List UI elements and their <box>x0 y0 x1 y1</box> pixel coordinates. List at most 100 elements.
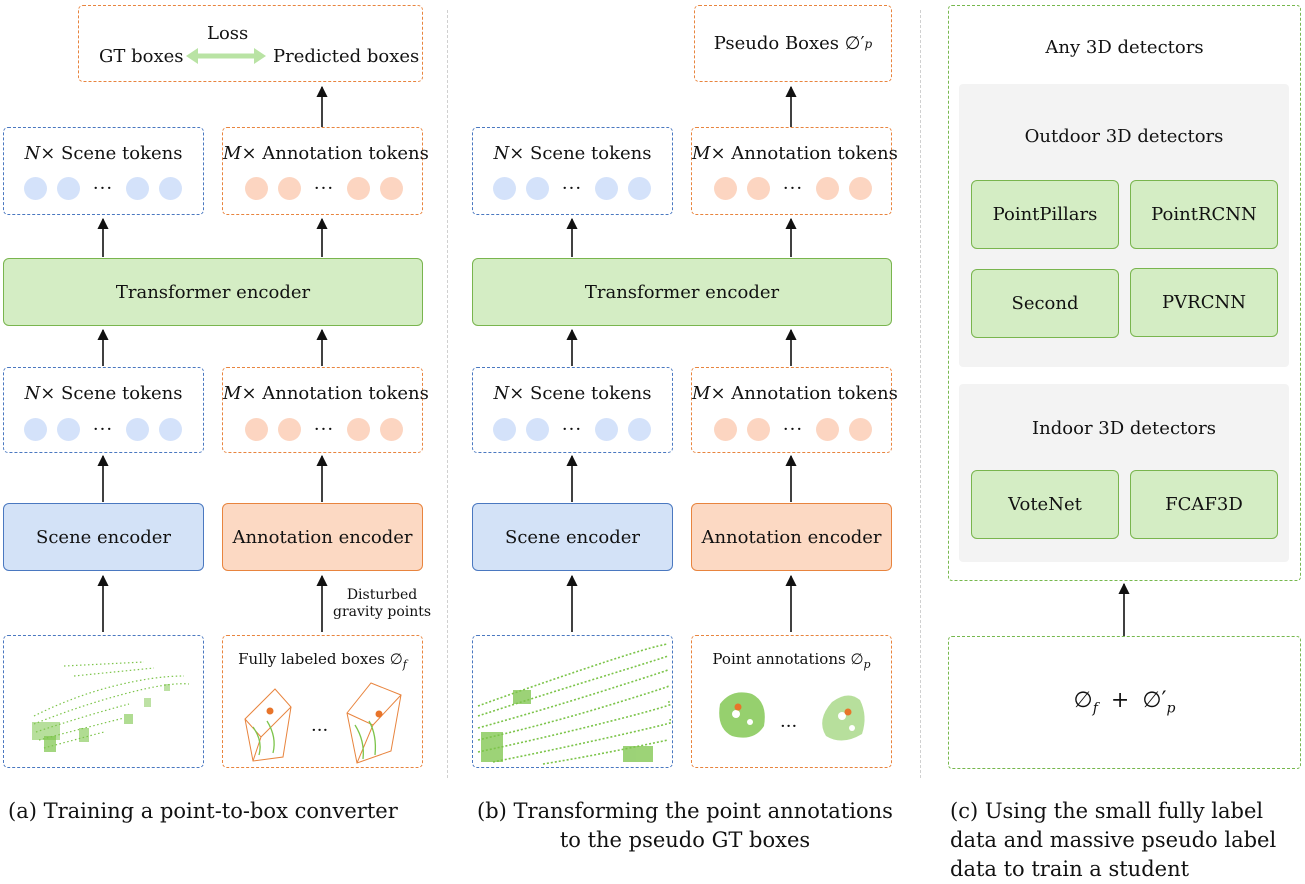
scene-token <box>126 418 149 441</box>
scene-tokens-upper: N× Scene tokens ··· <box>472 127 673 215</box>
detector-second: Second <box>971 269 1119 338</box>
pseudo-boxes-box: Pseudo Boxes ∅′p <box>694 5 892 82</box>
training-data-box: ∅f + ∅′p <box>948 636 1301 769</box>
scene-token <box>24 418 47 441</box>
scene-tokens-label: N× Scene tokens <box>493 383 652 404</box>
annotation-tokens-label: M× Annotation tokens <box>223 383 429 404</box>
annotation-token <box>245 418 268 441</box>
scene-encoder: Scene encoder <box>3 503 204 571</box>
annotation-tokens-label: M× Annotation tokens <box>692 383 898 404</box>
any-3d-detectors: Any 3D detectors Outdoor 3D detectors Po… <box>948 5 1301 581</box>
ellipsis: ··· <box>92 178 114 199</box>
ellipsis: ··· <box>782 419 804 440</box>
ellipsis: ··· <box>313 419 335 440</box>
scene-token <box>526 177 549 200</box>
annotation-token-row: ··· <box>245 418 403 441</box>
separator-bc <box>920 10 921 778</box>
scene-token <box>57 418 80 441</box>
loss-box: Loss GT boxes Predicted boxes <box>78 5 423 82</box>
indoor-detectors-title: Indoor 3D detectors <box>1032 418 1216 439</box>
ellipsis: ··· <box>311 720 329 741</box>
scene-token <box>24 177 47 200</box>
scene-tokens-lower: N× Scene tokens ··· <box>472 367 673 453</box>
scene-token <box>159 418 182 441</box>
annotation-tokens-upper: M× Annotation tokens ··· <box>691 127 898 215</box>
detector-votenet: VoteNet <box>971 470 1119 539</box>
scene-token <box>493 177 516 200</box>
annotation-token-row: ··· <box>245 177 403 200</box>
caption-b: (b) Transforming the point annotations t… <box>477 799 893 852</box>
scene-token <box>628 177 651 200</box>
ellipsis: ··· <box>561 419 583 440</box>
point-annotation-images <box>719 692 865 741</box>
loss-label: Loss <box>207 23 249 44</box>
caption-c: (c) Using the small fully label data and… <box>950 799 1277 881</box>
annotation-token <box>849 418 872 441</box>
ellipsis: ··· <box>780 716 798 737</box>
scene-tokens-lower: N× Scene tokens ··· <box>3 367 204 453</box>
annotation-token <box>380 177 403 200</box>
scene-token-row: ··· <box>493 177 651 200</box>
ellipsis: ··· <box>782 178 804 199</box>
annotation-token <box>278 177 301 200</box>
scene-point-cloud-b <box>472 635 673 768</box>
separator-ab <box>447 10 448 778</box>
scene-token <box>526 418 549 441</box>
ellipsis: ··· <box>561 178 583 199</box>
detector-fcaf3d: FCAF3D <box>1130 470 1278 539</box>
annotation-token <box>816 177 839 200</box>
gt-boxes-label: GT boxes <box>99 46 184 67</box>
annotation-tokens-lower: M× Annotation tokens ··· <box>691 367 898 453</box>
scene-token <box>493 418 516 441</box>
scene-token <box>595 418 618 441</box>
annotation-token <box>714 418 737 441</box>
annotation-encoder: Annotation encoder <box>222 503 423 571</box>
scene-token <box>159 177 182 200</box>
detector-pointpillars: PointPillars <box>971 180 1119 249</box>
scene-tokens-upper: N× Scene tokens ··· <box>3 127 204 215</box>
scene-encoder: Scene encoder <box>472 503 673 571</box>
scene-point-cloud-a <box>3 635 204 768</box>
ellipsis: ··· <box>313 178 335 199</box>
fully-labeled-label: Fully labeled boxes ∅f <box>238 650 407 671</box>
panel-b-arrows <box>566 85 797 632</box>
pseudo-boxes-label: Pseudo Boxes ∅′ <box>713 33 865 54</box>
annotation-token-row: ··· <box>714 418 872 441</box>
scene-tokens-label: N× Scene tokens <box>493 143 652 164</box>
point-annotations: Point annotations ∅p ··· <box>691 635 892 768</box>
point-cloud-image <box>32 661 190 752</box>
annotation-token <box>380 418 403 441</box>
annotation-token <box>278 418 301 441</box>
loss-double-arrow <box>186 48 266 64</box>
formula: ∅f + ∅′p <box>1073 688 1176 717</box>
outdoor-detectors-panel: Outdoor 3D detectors PointPillars PointR… <box>959 84 1289 367</box>
predicted-boxes-label: Predicted boxes <box>273 46 420 67</box>
scene-token-row: ··· <box>24 418 182 441</box>
scene-tokens-label: N× Scene tokens <box>24 143 183 164</box>
fully-labeled-boxes: Fully labeled boxes ∅f ··· <box>222 635 423 768</box>
scene-token-row: ··· <box>493 418 651 441</box>
annotation-tokens-lower: M× Annotation tokens ··· <box>222 367 429 453</box>
annotation-token <box>714 177 737 200</box>
any-detectors-title: Any 3D detectors <box>1045 37 1204 58</box>
scene-token <box>628 418 651 441</box>
transformer-encoder: Transformer encoder <box>472 258 892 326</box>
point-cloud-image <box>477 643 671 765</box>
annotation-token <box>816 418 839 441</box>
annotation-token <box>245 177 268 200</box>
annotation-token <box>747 177 770 200</box>
scene-tokens-label: N× Scene tokens <box>24 383 183 404</box>
ellipsis: ··· <box>92 419 114 440</box>
caption-a: (a) Training a point-to-box converter <box>8 799 398 823</box>
scene-token <box>595 177 618 200</box>
disturbed-gravity-label: Disturbed gravity points <box>333 587 432 620</box>
annotation-tokens-label: M× Annotation tokens <box>692 143 898 164</box>
annotation-tokens-label: M× Annotation tokens <box>223 143 429 164</box>
point-annotations-label: Point annotations ∅p <box>712 650 871 671</box>
transformer-encoder: Transformer encoder <box>3 258 423 326</box>
detector-pvrcnn: PVRCNN <box>1130 268 1278 337</box>
annotation-token-row: ··· <box>714 177 872 200</box>
scene-token-row: ··· <box>24 177 182 200</box>
annotation-tokens-upper: M× Annotation tokens ··· <box>222 127 429 215</box>
